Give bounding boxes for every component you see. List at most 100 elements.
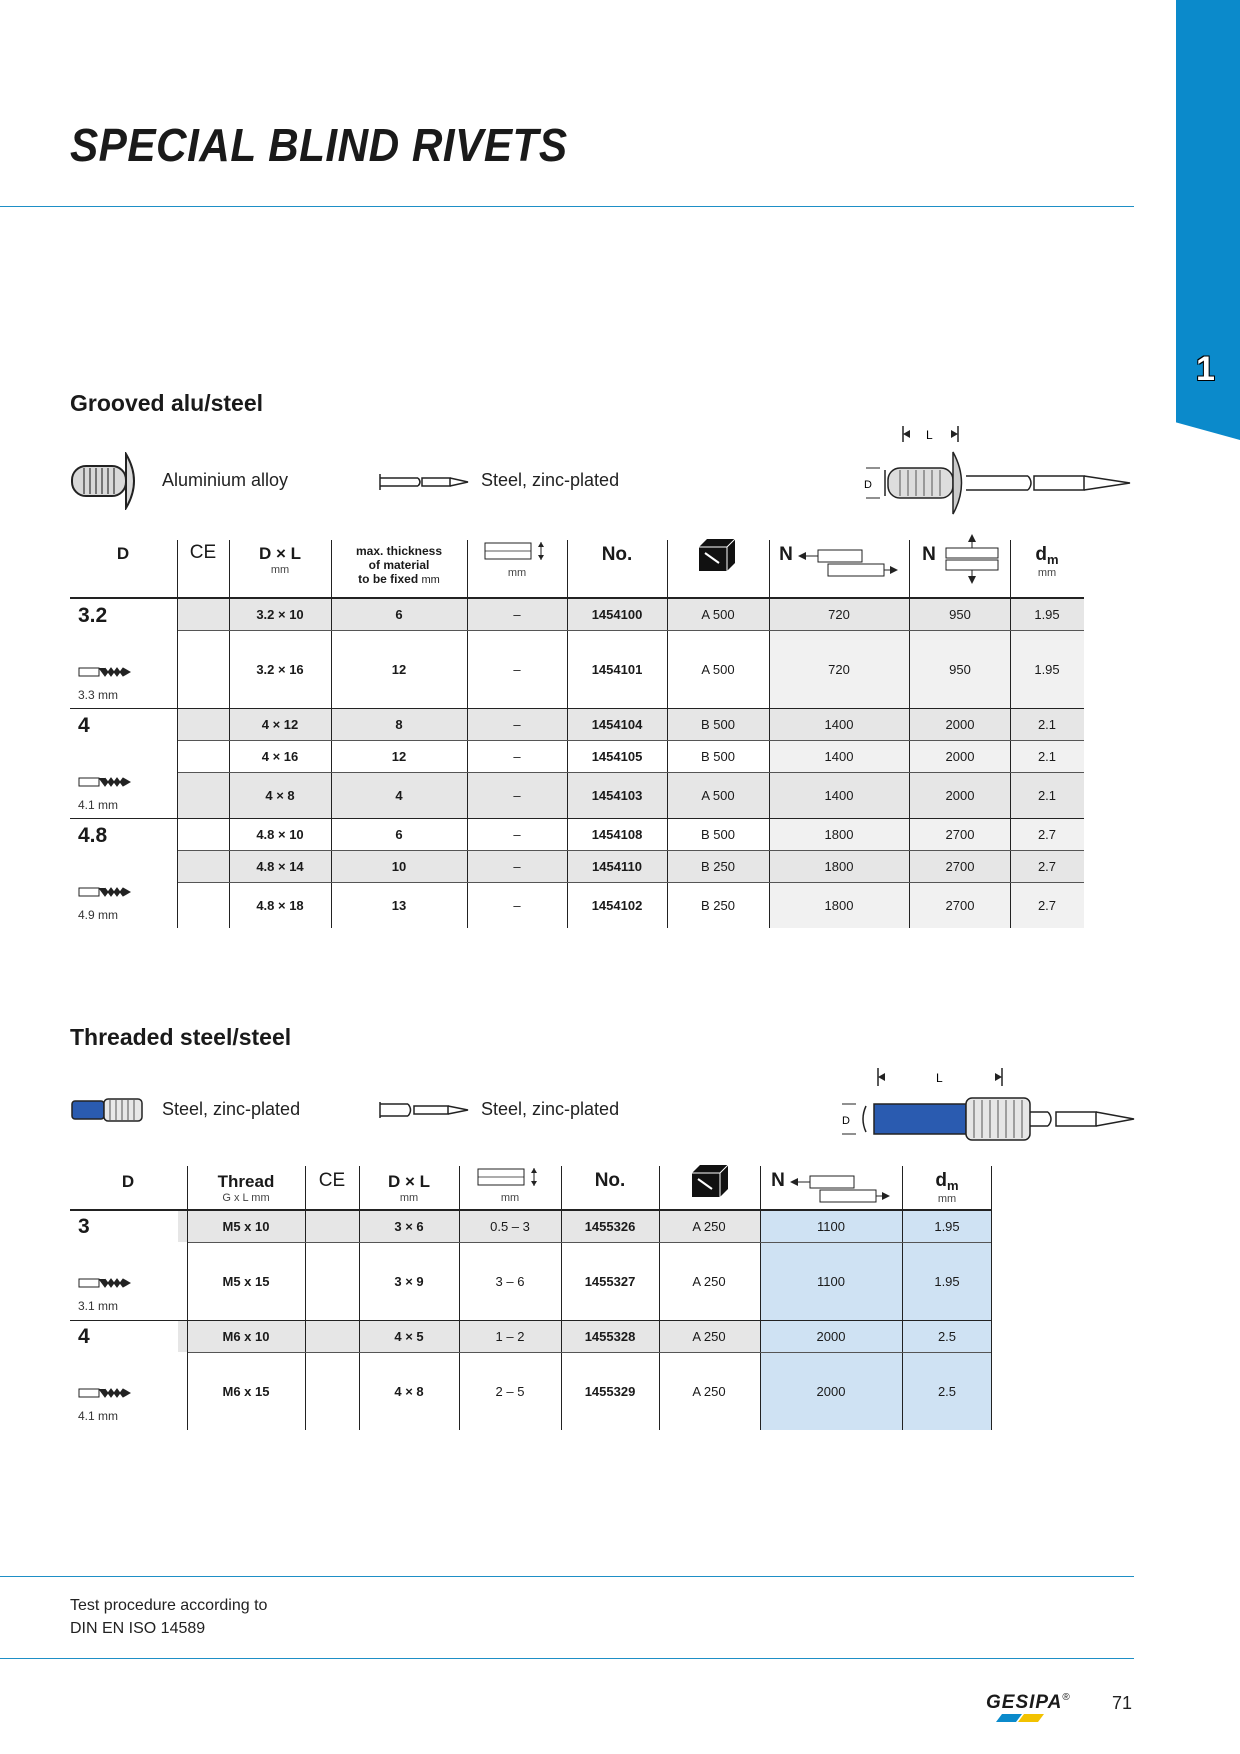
s2-header-rule xyxy=(70,1209,991,1211)
s1-group-rule xyxy=(70,818,1084,819)
s1-row5-shade xyxy=(178,772,1084,818)
s1-cell-grip: – xyxy=(513,858,521,874)
s1-group-rule xyxy=(70,708,1084,709)
s2-vline xyxy=(659,1166,660,1430)
s2-cell-grip: 2 – 5 xyxy=(495,1383,525,1399)
section2-title: Threaded steel/steel xyxy=(70,1024,292,1050)
s1-cell-n1: 1400 xyxy=(824,748,854,764)
s2-vline xyxy=(359,1166,360,1430)
s1-cell-thick: 8 xyxy=(395,716,403,732)
s1-row6-shade xyxy=(770,818,1084,850)
svg-text:D: D xyxy=(842,1115,850,1127)
s1-cell-no: 1454101 xyxy=(591,661,643,677)
drill-bit-icon xyxy=(78,667,132,677)
s1-cell-dxl: 3.2 × 10 xyxy=(256,606,304,622)
s2-hdr-n1: N xyxy=(771,1170,785,1191)
section1-title: Grooved alu/steel xyxy=(70,390,264,416)
s2-cell-no: 1455329 xyxy=(584,1383,636,1399)
s1-cell-pack: A 500 xyxy=(701,606,735,622)
s2-cell-n1: 1100 xyxy=(817,1273,845,1289)
s1-hline xyxy=(178,630,1084,631)
s2-group-rule xyxy=(70,1320,991,1321)
shear-force-icon xyxy=(798,549,898,577)
footer-rule-top xyxy=(0,1576,1134,1577)
s1-cell-pack: B 500 xyxy=(701,748,735,764)
svg-text:L: L xyxy=(936,1071,943,1085)
s2-cell-n1: 1100 xyxy=(817,1218,845,1234)
footer-note: Test procedure according to DIN EN ISO 1… xyxy=(70,1594,267,1640)
footer-note-line1: Test procedure according to xyxy=(70,1597,268,1614)
s1-cell-dxl: 4.8 × 18 xyxy=(256,897,304,913)
threaded-rivet-icon xyxy=(71,1098,143,1122)
s1-cell-dxl: 3.2 × 16 xyxy=(256,661,304,677)
s2-cell-no: 1455326 xyxy=(584,1218,636,1234)
s1-row1-shade xyxy=(178,598,1084,630)
s1-cell-n2: 950 xyxy=(949,661,971,677)
grip-range-icon xyxy=(477,1168,537,1186)
ce-mark-icon: CE xyxy=(189,542,217,563)
s1-cell-dm: 1.95 xyxy=(1034,661,1060,677)
chapter-tab xyxy=(1176,0,1240,440)
s1-cell-n2: 2000 xyxy=(945,716,975,732)
s2-vline xyxy=(991,1166,992,1430)
ce-mark-icon: CE xyxy=(318,1170,346,1191)
s1-vline xyxy=(667,540,668,928)
s1-hdr-grip-unit: mm xyxy=(507,567,527,579)
s1-cell-thick: 13 xyxy=(391,897,407,913)
drill-bit-icon xyxy=(78,887,132,897)
threaded-rivet-diagram: L D xyxy=(842,1068,1135,1141)
s1-cell-pack: B 500 xyxy=(701,826,735,842)
drill-bit-icon xyxy=(78,777,132,787)
s1-cell-n2: 2000 xyxy=(945,787,975,803)
s1-vline xyxy=(331,540,332,928)
brand-logo: GESIPA® xyxy=(986,1692,1070,1722)
s2-hdr-grip-unit: mm xyxy=(500,1192,520,1204)
page-title: SPECIAL BLIND RIVETS xyxy=(70,119,568,171)
s1-cell-grip: – xyxy=(513,787,521,803)
s2-vline xyxy=(459,1166,460,1430)
s1-cell-n2: 2700 xyxy=(945,858,975,874)
s1-row8-shade xyxy=(770,882,1084,928)
packaging-box-icon xyxy=(692,1164,729,1197)
s2-cell-grip: 3 – 6 xyxy=(495,1273,525,1289)
s1-cell-pack: B 250 xyxy=(701,858,735,874)
chapter-number: 1 xyxy=(1196,350,1215,388)
s2-vline xyxy=(305,1166,306,1430)
title-rule xyxy=(0,206,1134,207)
s2-cell-grip: 0.5 – 3 xyxy=(490,1218,530,1234)
s1-cell-dxl: 4 × 12 xyxy=(261,716,299,732)
s1-group-d: 3.2 xyxy=(78,604,108,627)
s2-vline xyxy=(187,1166,188,1430)
s1-vline xyxy=(1010,540,1011,928)
s2-cell-dxl: 3 × 6 xyxy=(394,1218,424,1234)
s1-cell-n2: 950 xyxy=(949,606,971,622)
s2-cell-no: 1455328 xyxy=(584,1328,636,1344)
s1-header-rule xyxy=(70,597,1084,599)
s2-vline xyxy=(561,1166,562,1430)
s1-cell-dxl: 4.8 × 10 xyxy=(256,826,304,842)
s1-group-d: 4 xyxy=(78,714,90,737)
grooved-rivet-icon xyxy=(71,452,135,510)
s1-cell-grip: – xyxy=(513,716,521,732)
s1-cell-pack: B 500 xyxy=(701,716,735,732)
s1-row2-shade xyxy=(770,630,1084,708)
s2-cell-n1: 2000 xyxy=(816,1328,846,1344)
s1-group-d: 4.8 xyxy=(78,824,108,847)
s1-cell-n2: 2700 xyxy=(945,826,975,842)
s1-vline xyxy=(909,540,910,928)
s2-cell-pack: A 250 xyxy=(692,1273,726,1289)
mandrel-icon xyxy=(379,474,469,490)
s2-group-d: 3 xyxy=(78,1215,90,1238)
s2-vline xyxy=(760,1166,761,1430)
brand-name: GESIPA xyxy=(986,1692,1063,1713)
s1-cell-pack: A 500 xyxy=(701,787,735,803)
s1-hline xyxy=(178,740,1084,741)
drill-bit-icon xyxy=(78,1278,132,1288)
s2-drill-size: 3.1 mm xyxy=(78,1299,119,1313)
s2-cell-dxl: 4 × 8 xyxy=(394,1383,424,1399)
footer-rule-bottom xyxy=(0,1658,1134,1659)
s1-cell-n1: 1800 xyxy=(824,826,854,842)
s1-hline xyxy=(178,882,1084,883)
